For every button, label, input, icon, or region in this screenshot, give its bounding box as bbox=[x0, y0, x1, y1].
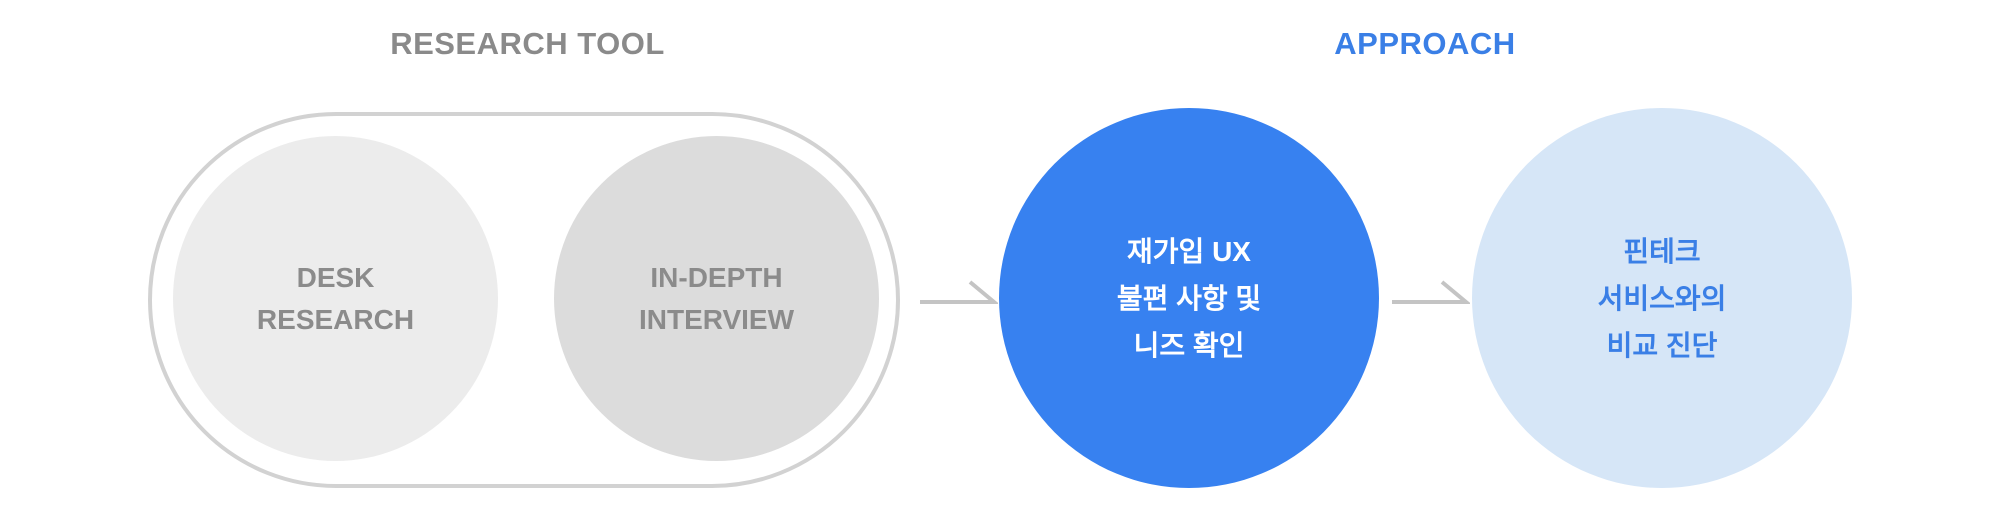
fintech-comparison-circle: 핀테크 서비스와의 비교 진단 bbox=[1472, 108, 1852, 488]
desk-research-label-line-2: RESEARCH bbox=[256, 303, 415, 335]
in-depth-interview-label-line-1: IN-DEPTH bbox=[650, 261, 783, 293]
rejoin-ux-label-line-3: 니즈 확인 bbox=[1133, 329, 1245, 361]
fintech-label-line-1: 핀테크 bbox=[1623, 235, 1701, 267]
approach-heading: APPROACH bbox=[1334, 26, 1516, 61]
in-depth-interview-circle: IN-DEPTH INTERVIEW bbox=[554, 136, 879, 461]
desk-research-label-line-1: DESK bbox=[296, 261, 375, 293]
arrow-right-icon bbox=[920, 280, 998, 304]
fintech-label-line-2: 서비스와의 bbox=[1597, 282, 1727, 314]
fintech-label-line-3: 비교 진단 bbox=[1606, 329, 1718, 361]
rejoin-ux-label-line-1: 재가입 UX bbox=[1127, 235, 1251, 267]
desk-research-circle: DESK RESEARCH bbox=[173, 136, 498, 461]
rejoin-ux-label-line-2: 불편 사항 및 bbox=[1116, 282, 1262, 314]
rejoin-ux-circle: 재가입 UX 불편 사항 및 니즈 확인 bbox=[999, 108, 1379, 488]
research-tool-group-outline bbox=[148, 112, 900, 488]
in-depth-interview-label-line-2: INTERVIEW bbox=[638, 303, 795, 335]
research-tool-heading: RESEARCH TOOL bbox=[390, 26, 665, 61]
arrow-right-icon bbox=[1392, 280, 1470, 304]
